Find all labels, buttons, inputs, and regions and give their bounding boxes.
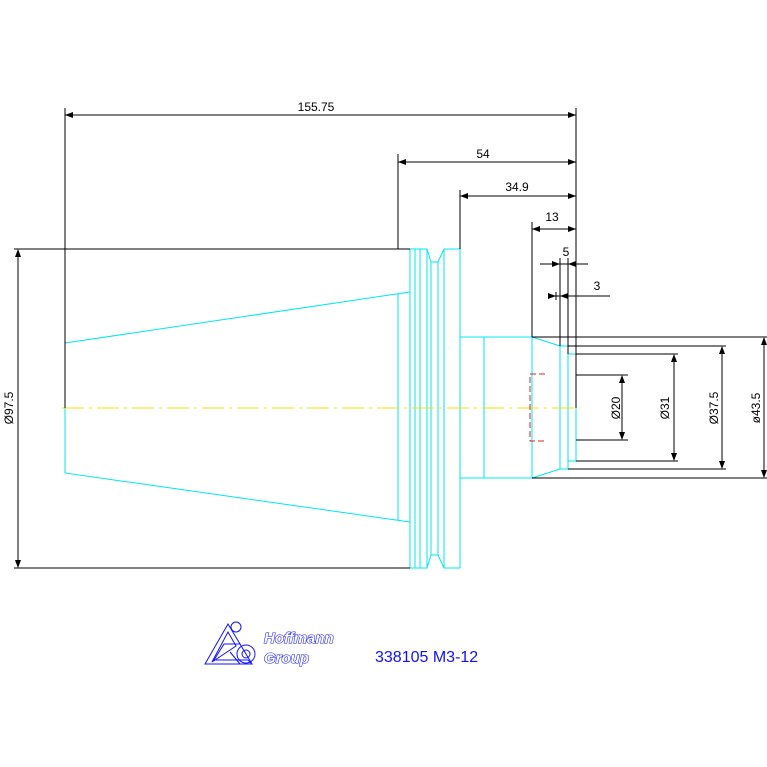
dim-dia-43-5: ø43.5: [749, 392, 763, 423]
logo-text-line1: Hoffmann: [264, 630, 334, 647]
dim-length-34-9: 34.9: [505, 180, 529, 194]
hoffmann-group-logo: Hoffmann Group 338105 M3-12: [204, 621, 478, 668]
dim-length-3: 3: [594, 279, 601, 293]
logo-text-line2: Group: [264, 650, 309, 667]
dim-dia-20: Ø20: [609, 396, 623, 419]
dim-dia-31: Ø31: [658, 396, 672, 419]
dimensions: 155.75 54 34.9 13 5 3 Ø97.5 Ø20 Ø31 Ø37.…: [2, 100, 767, 569]
hidden-bore: [529, 373, 545, 442]
dim-overall-length: 155.75: [298, 100, 335, 114]
logo-emblem-icon: [204, 621, 256, 665]
dim-dia-97-5: Ø97.5: [2, 391, 16, 424]
dim-length-13: 13: [545, 210, 559, 224]
dim-length-5: 5: [563, 245, 570, 259]
dim-dia-37-5: Ø37.5: [707, 391, 721, 424]
dim-length-54: 54: [476, 147, 490, 161]
part-number: 338105 M3-12: [375, 649, 478, 666]
